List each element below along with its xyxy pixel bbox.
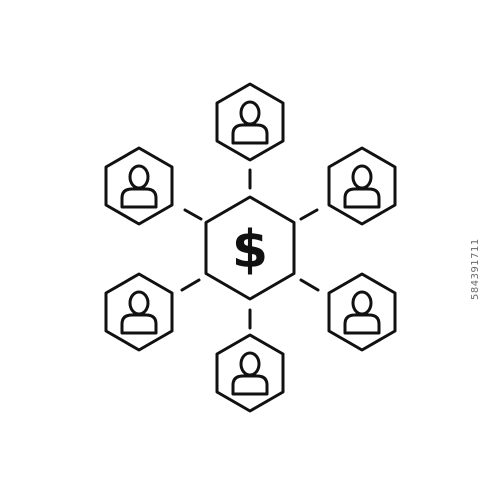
network-links — [180, 168, 320, 330]
link-lower-left — [180, 278, 201, 292]
link-upper-right — [299, 208, 319, 221]
watermark-id-text: 584391711 — [470, 238, 481, 300]
link-lower-right — [299, 278, 320, 292]
user-icon — [231, 100, 269, 145]
member-hexagon — [215, 333, 285, 413]
member-node-top — [215, 82, 285, 162]
center-node: $ — [204, 195, 296, 301]
member-node-lower-right — [327, 272, 397, 352]
member-hexagon — [327, 146, 397, 226]
member-hexagon — [215, 82, 285, 162]
user-icon — [231, 351, 269, 396]
member-hexagon — [104, 272, 174, 352]
member-hexagon — [104, 146, 174, 226]
member-node-bottom — [215, 333, 285, 413]
member-hexagon — [327, 272, 397, 352]
user-icon — [120, 164, 158, 209]
member-node-lower-left — [104, 272, 174, 352]
center-hexagon — [204, 195, 296, 301]
dollar-sign-icon: $ — [232, 220, 268, 280]
user-icon — [343, 164, 381, 209]
member-node-upper-left — [104, 146, 174, 226]
member-node-upper-right — [327, 146, 397, 226]
user-icon — [120, 290, 158, 335]
link-upper-left — [183, 208, 203, 221]
user-icon — [343, 290, 381, 335]
